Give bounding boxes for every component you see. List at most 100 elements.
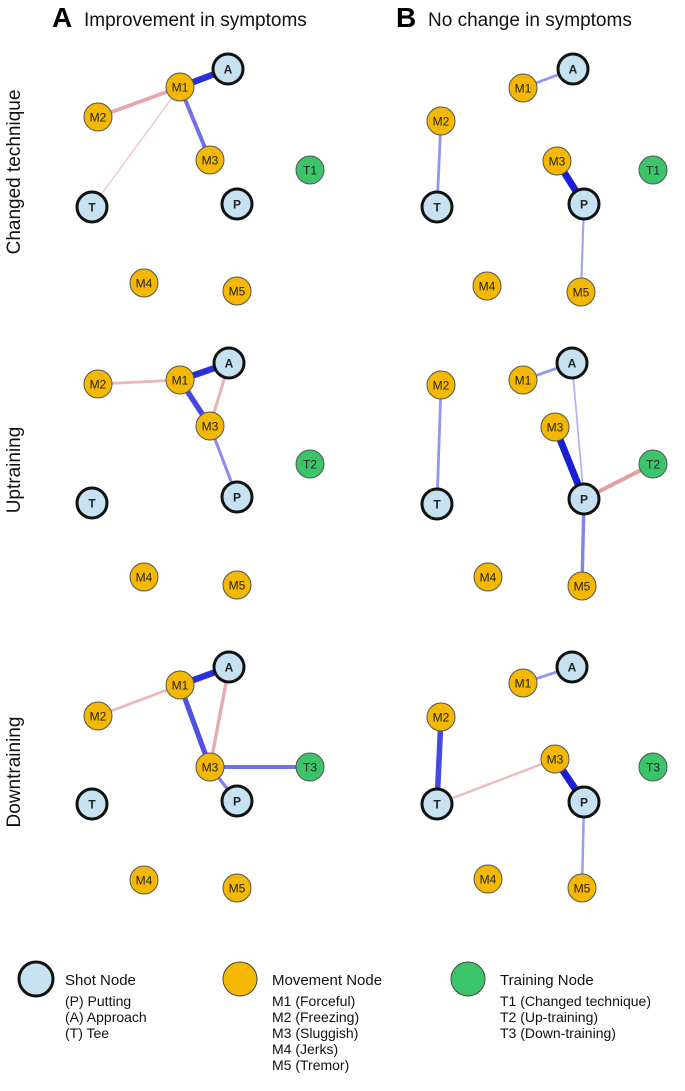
edge-a-m3 bbox=[208, 665, 231, 769]
node-m4 bbox=[473, 864, 503, 894]
node-label-m4: M4 bbox=[136, 277, 153, 291]
legend-training-node: Training Node T1 (Changed technique) T2 … bbox=[450, 961, 651, 1041]
node-m5 bbox=[222, 873, 252, 903]
node-m1 bbox=[165, 365, 195, 395]
node-t1 bbox=[295, 155, 325, 185]
node-m1 bbox=[165, 72, 195, 102]
node-a bbox=[555, 346, 589, 380]
node-label-m3: M3 bbox=[547, 753, 564, 767]
node-m1 bbox=[165, 670, 195, 700]
node-t3 bbox=[295, 752, 325, 782]
panel-title: No change in symptoms bbox=[428, 10, 632, 31]
legend: Shot Node (P) Putting (A) Approach (T) T… bbox=[17, 960, 651, 1073]
node-label-t1: T1 bbox=[303, 164, 317, 178]
node-a bbox=[211, 52, 245, 86]
legend-item: M1 (Forceful) bbox=[272, 993, 355, 1009]
node-m4 bbox=[473, 562, 503, 592]
legend-item: T1 (Changed technique) bbox=[500, 993, 651, 1009]
panel-header-a: A Improvement in symptoms bbox=[52, 2, 307, 33]
node-label-a: A bbox=[224, 63, 233, 77]
node-label-m2: M2 bbox=[433, 711, 450, 725]
node-label-m4: M4 bbox=[479, 280, 496, 294]
node-label-m2: M2 bbox=[90, 710, 107, 724]
node-p bbox=[220, 187, 254, 221]
legend-training-icon bbox=[450, 961, 486, 997]
node-p bbox=[220, 784, 254, 818]
legend-item: T3 (Down-training) bbox=[500, 1025, 616, 1041]
node-m3 bbox=[195, 752, 225, 782]
node-label-t3: T3 bbox=[646, 761, 660, 775]
node-label-m1: M1 bbox=[172, 81, 189, 95]
legend-item: M4 (Jerks) bbox=[272, 1041, 338, 1057]
legend-item: M5 (Tremor) bbox=[272, 1057, 349, 1073]
node-label-t: T bbox=[88, 798, 96, 812]
node-p bbox=[567, 482, 601, 516]
node-label-m5: M5 bbox=[229, 579, 246, 593]
edge-m1-m2 bbox=[96, 85, 182, 119]
node-m2 bbox=[426, 370, 456, 400]
node-a bbox=[212, 346, 246, 380]
legend-item: M3 (Sluggish) bbox=[272, 1025, 358, 1041]
legend-item: M2 (Freezing) bbox=[272, 1009, 359, 1025]
node-label-t: T bbox=[88, 201, 96, 215]
node-label-a: A bbox=[568, 357, 577, 371]
node-label-a: A bbox=[568, 661, 577, 675]
node-label-m3: M3 bbox=[549, 155, 566, 169]
node-label-m1: M1 bbox=[172, 679, 189, 693]
node-p bbox=[567, 187, 601, 221]
node-label-m4: M4 bbox=[480, 571, 497, 585]
node-label-m5: M5 bbox=[229, 285, 246, 299]
node-t2 bbox=[295, 449, 325, 479]
node-m2 bbox=[426, 702, 456, 732]
node-label-t: T bbox=[433, 201, 441, 215]
legend-title: Shot Node bbox=[65, 972, 136, 989]
edge-m1-m2 bbox=[96, 683, 182, 718]
node-m1 bbox=[508, 668, 538, 698]
node-label-m2: M2 bbox=[433, 115, 450, 129]
node-m3 bbox=[542, 146, 572, 176]
node-m5 bbox=[566, 277, 596, 307]
node-label-m4: M4 bbox=[480, 873, 497, 887]
legend-movement-icon bbox=[222, 961, 258, 997]
node-label-m4: M4 bbox=[136, 571, 153, 585]
legend-movement-node: Movement Node M1 (Forceful) M2 (Freezing… bbox=[222, 961, 382, 1073]
node-label-p: P bbox=[580, 493, 588, 507]
edge-t-m3 bbox=[435, 757, 557, 806]
legend-item: (A) Approach bbox=[65, 1009, 147, 1025]
legend-title: Training Node bbox=[500, 972, 594, 989]
legend-shot-icon bbox=[17, 960, 55, 998]
node-m3 bbox=[540, 412, 570, 442]
node-m2 bbox=[426, 106, 456, 136]
node-m1 bbox=[508, 73, 538, 103]
node-m5 bbox=[222, 570, 252, 600]
panel-letter: A bbox=[52, 2, 72, 33]
node-a bbox=[212, 650, 246, 684]
node-label-m2: M2 bbox=[433, 379, 450, 393]
node-t3 bbox=[638, 752, 668, 782]
node-label-m3: M3 bbox=[202, 761, 219, 775]
edge-m1-t bbox=[91, 86, 181, 208]
node-t bbox=[420, 787, 454, 821]
node-t bbox=[75, 190, 109, 224]
node-m3 bbox=[195, 145, 225, 175]
node-label-m1: M1 bbox=[515, 374, 532, 388]
node-label-m3: M3 bbox=[547, 421, 564, 435]
node-label-m4: M4 bbox=[136, 874, 153, 888]
legend-item: (T) Tee bbox=[65, 1025, 109, 1041]
node-m2 bbox=[83, 701, 113, 731]
row-label-uptraining: Uptraining bbox=[4, 427, 25, 514]
legend-title: Movement Node bbox=[272, 972, 382, 989]
row-label-changed-technique: Changed technique bbox=[4, 90, 25, 255]
node-m3 bbox=[195, 411, 225, 441]
node-t bbox=[420, 487, 454, 521]
node-label-m5: M5 bbox=[573, 286, 590, 300]
node-label-m5: M5 bbox=[229, 882, 246, 896]
node-t bbox=[75, 486, 109, 520]
edge-m2-t bbox=[435, 383, 443, 506]
